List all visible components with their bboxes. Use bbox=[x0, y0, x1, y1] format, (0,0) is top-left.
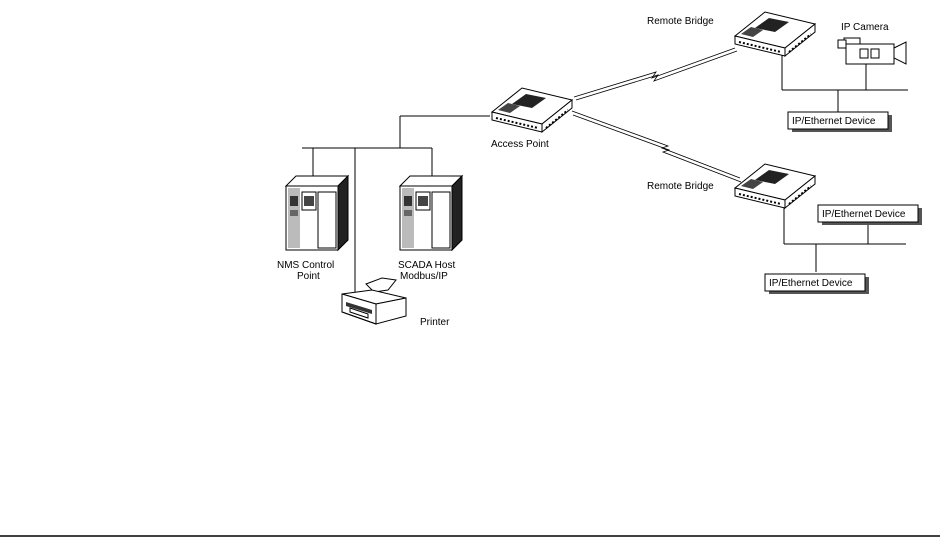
access-point-icon bbox=[492, 88, 572, 132]
remote-bridge-top-icon bbox=[735, 12, 815, 56]
ip-device-bottom: IP/Ethernet Device bbox=[765, 274, 869, 294]
printer-label: Printer bbox=[420, 317, 450, 328]
printer-icon bbox=[342, 278, 406, 324]
nms-label-line1: NMS Control bbox=[277, 260, 334, 271]
ip-device-bottom-label: IP/Ethernet Device bbox=[769, 278, 853, 289]
access-point-label: Access Point bbox=[491, 139, 549, 150]
scada-label-line2: Modbus/IP bbox=[400, 271, 448, 282]
ip-device-top: IP/Ethernet Device bbox=[788, 112, 892, 132]
remote-bridge-bottom-label: Remote Bridge bbox=[647, 181, 714, 192]
radio-link-top bbox=[574, 48, 737, 100]
ip-device-top-label: IP/Ethernet Device bbox=[792, 116, 876, 127]
scada-server-icon bbox=[400, 176, 462, 250]
ip-device-mid: IP/Ethernet Device bbox=[818, 205, 922, 225]
ip-camera-label: IP Camera bbox=[841, 22, 889, 33]
scada-label-line1: SCADA Host bbox=[398, 260, 455, 271]
remote-bridge-bottom-icon bbox=[735, 164, 815, 208]
nms-label-line2: Point bbox=[297, 271, 320, 282]
ip-device-mid-label: IP/Ethernet Device bbox=[822, 209, 906, 220]
ip-camera-icon bbox=[838, 38, 906, 64]
nms-server-icon bbox=[286, 176, 348, 250]
radio-link-bottom bbox=[572, 111, 741, 182]
remote-bridge-top-label: Remote Bridge bbox=[647, 16, 714, 27]
